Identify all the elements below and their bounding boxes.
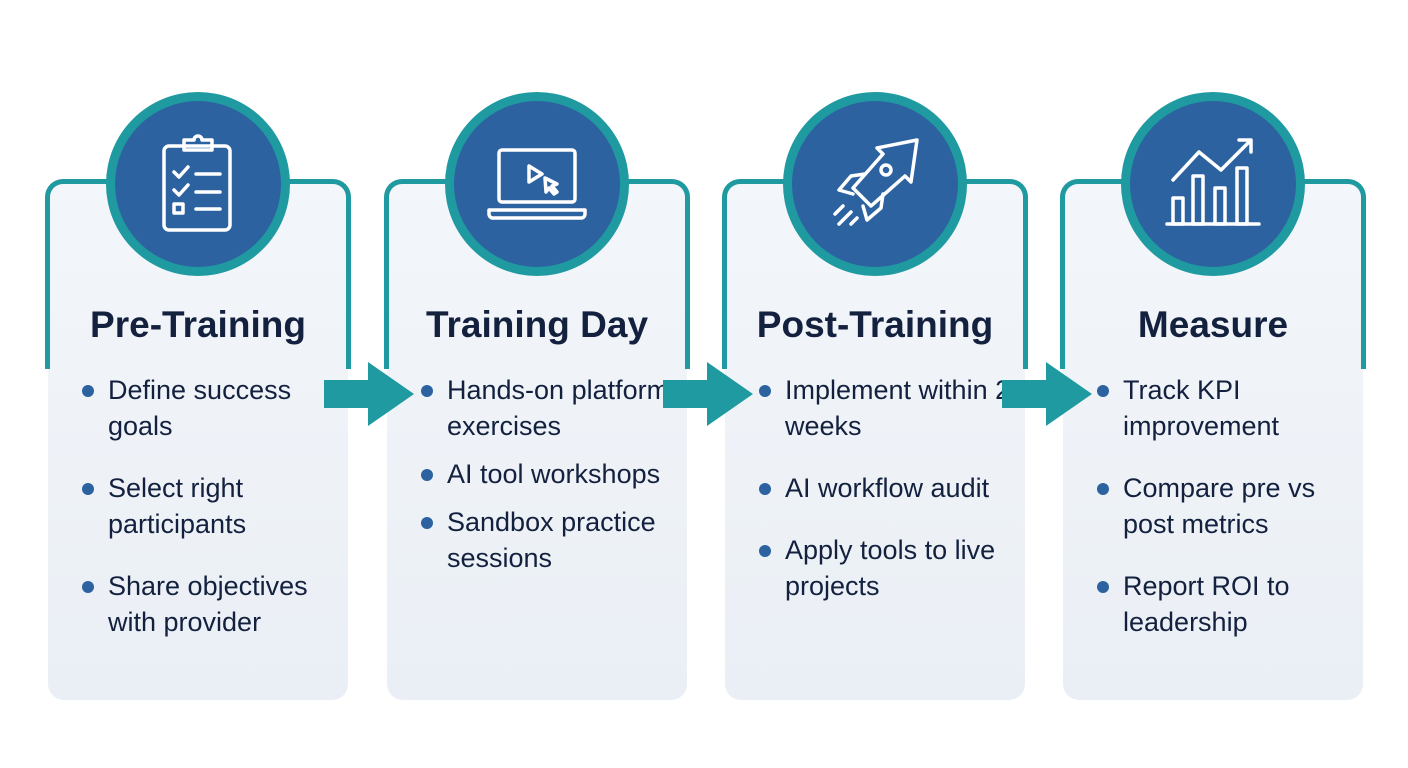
icon-badge [445,92,629,276]
stage-list: Define success goals Select right partic… [82,372,342,666]
arrow-right-icon [1002,362,1092,426]
stage-title: Pre-Training [90,304,306,345]
bullet-icon [759,385,771,397]
bullet-icon [421,469,433,481]
laptop-play-icon [487,148,587,220]
bullet-icon [1097,385,1109,397]
list-item: Implement within 2 weeks [759,372,1019,444]
list-item: AI tool workshops [421,456,681,492]
list-item: Define success goals [82,372,342,444]
item-text: Report ROI to leadership [1123,571,1290,637]
list-item: Report ROI to leadership [1097,568,1357,640]
item-text: Hands-on platform exercises [447,375,670,441]
arrow-right-icon [324,362,414,426]
bullet-icon [82,385,94,397]
stage-list: Hands-on platform exercises AI tool work… [421,372,681,602]
bullet-icon [759,483,771,495]
item-text: Track KPI improvement [1123,375,1280,441]
item-text: Share objectives with provider [108,571,308,637]
arrow-right-icon [663,362,753,426]
list-item: Hands-on platform exercises [421,372,681,444]
bullet-icon [82,483,94,495]
list-item: Sandbox practice sessions [421,504,681,576]
list-item: AI workflow audit [759,470,1019,506]
stage-title: Measure [1137,304,1289,345]
bullet-icon [1097,581,1109,593]
rocket-icon [833,138,919,226]
bullet-icon [82,581,94,593]
item-text: Sandbox practice sessions [447,507,656,573]
item-text: Apply tools to live projects [785,535,996,601]
item-text: Compare pre vs post metrics [1123,473,1316,539]
icon-badge [106,92,290,276]
list-item: Select right participants [82,470,342,542]
item-text: AI tool workshops [447,459,661,489]
list-item: Compare pre vs post metrics [1097,470,1357,542]
clipboard-checklist-icon [162,134,232,232]
stage-card-training-day: Training Day Hands-on platform exercises… [384,92,690,700]
bullet-icon [1097,483,1109,495]
list-item: Apply tools to live projects [759,532,1019,604]
stage-card-post-training: Post-Training Implement within 2 weeks A… [722,92,1028,700]
chart-growth-icon [1165,138,1261,226]
stage-title: Training Day [425,304,649,345]
bullet-icon [421,385,433,397]
stage-card-pre-training: Pre-Training Define success goals Select… [45,92,351,700]
stage-list: Implement within 2 weeks AI workflow aud… [759,372,1019,630]
item-text: Implement within 2 weeks [785,375,1011,441]
item-text: Select right participants [108,473,247,539]
item-text: AI workflow audit [785,473,990,503]
icon-badge [1121,92,1305,276]
list-item: Share objectives with provider [82,568,342,640]
item-text: Define success goals [108,375,292,441]
stage-title: Post-Training [756,304,994,345]
stage-list: Track KPI improvement Compare pre vs pos… [1097,372,1357,666]
stage-card-measure: Measure Track KPI improvement Compare pr… [1060,92,1366,700]
icon-badge [783,92,967,276]
bullet-icon [759,545,771,557]
list-item: Track KPI improvement [1097,372,1357,444]
bullet-icon [421,517,433,529]
